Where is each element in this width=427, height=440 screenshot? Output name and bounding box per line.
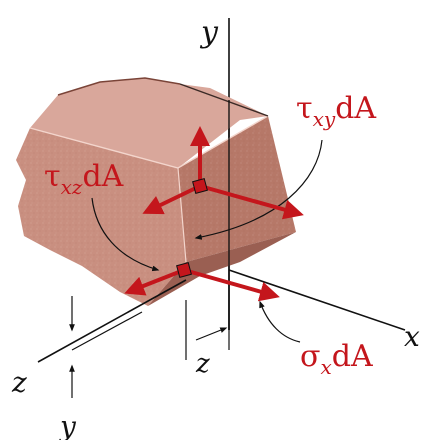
area-element-lower [176,262,192,278]
area-element-upper [192,178,208,194]
block-bottom-face [148,232,296,306]
force-shear-xz-upper [142,184,201,215]
sigma-x-label: σxdA [300,339,373,379]
leader-sigma-x [259,300,301,343]
dim-y-label: y [58,410,77,440]
y-axis-label: y [199,15,219,50]
block-top-face [30,78,268,168]
x-axis-label: x [404,320,420,353]
leader-tau-xy [194,139,323,240]
z-axis [37,279,187,363]
tau-xy-label: τxydA [296,91,376,131]
dim-z-label: z [195,349,210,379]
force-shear-xz-lower [124,268,185,296]
force-sigma-x [183,268,280,302]
z-axis-label: z [11,366,27,399]
x-axis [228,269,406,331]
force-normal-upper [199,184,304,220]
tau-xz-label: τxzdA [44,159,124,199]
leader-tau-xz [91,197,160,272]
dim-z-arrow [195,327,228,341]
dim-y-line-top [71,311,143,351]
